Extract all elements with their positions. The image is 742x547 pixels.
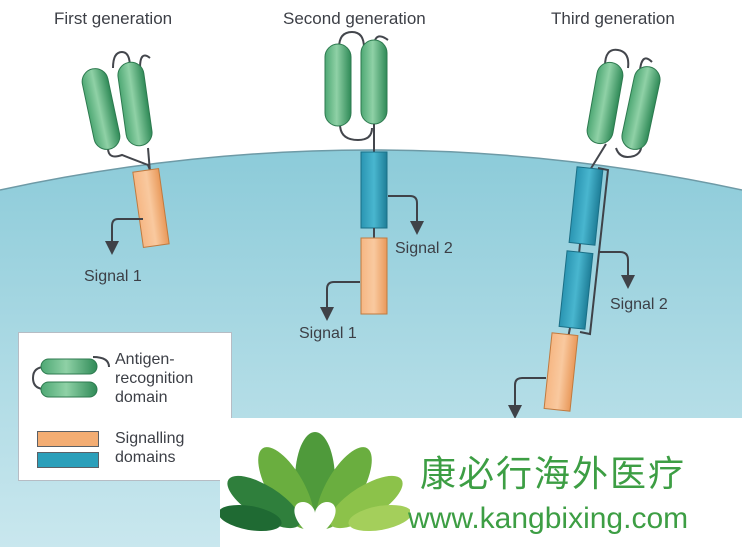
lotus-logo-icon [220, 432, 410, 538]
legend-antigen-label: Antigen- recognition domain [115, 351, 194, 406]
signal-arrow [508, 377, 546, 419]
antigen-recognition-domain [621, 66, 661, 150]
signalling-domain-blue [360, 151, 388, 229]
brand-watermark: 康必行海外医疗 www.kangbixing.com [220, 418, 742, 547]
transmembrane-stalk [147, 147, 151, 173]
signalling-domain-orange [543, 332, 579, 412]
legend-signalling-label: Signalling domains [115, 430, 185, 466]
brand-name-chinese: 康必行海外医疗 [420, 454, 687, 495]
second-generation-receptor [320, 30, 424, 321]
antigen-recognition-domain [324, 43, 352, 127]
first-generation-signal-1-label: Signal 1 [84, 268, 142, 285]
third-generation-signal-2-label: Signal 2 [610, 296, 668, 313]
antigen-linker [107, 147, 151, 171]
signalling-domain-orange [360, 237, 388, 315]
antigen-recognition-domain [360, 39, 388, 125]
third-generation-title: Third generation [551, 9, 675, 28]
signalling-domain-orange [132, 167, 170, 249]
signalling-domain-blue [568, 166, 604, 246]
legend-antigen-swatch [31, 356, 110, 398]
legend-orange-swatch [37, 431, 99, 447]
signal-arrow [598, 251, 635, 289]
antigen-linker-loop [112, 50, 151, 69]
legend: Antigen- recognition domain Signalling d… [18, 332, 232, 481]
signal-arrow [105, 218, 143, 255]
first-generation-title: First generation [54, 9, 173, 28]
first-generation-receptor [81, 50, 170, 255]
second-generation-signal-2-label: Signal 2 [395, 240, 453, 257]
second-generation-title: Second generation [283, 9, 426, 28]
transmembrane-stalk [589, 143, 607, 171]
antigen-recognition-domain [81, 68, 121, 150]
antigen-recognition-domain [117, 61, 153, 147]
legend-blue-swatch [37, 452, 99, 468]
signal-arrow [320, 281, 360, 321]
third-generation-receptor [508, 48, 661, 419]
brand-url: www.kangbixing.com [408, 502, 689, 535]
second-generation-signal-1-label: Signal 1 [299, 325, 357, 342]
antigen-recognition-domain [586, 61, 624, 145]
signal-arrow [388, 195, 424, 235]
signalling-domain-blue [558, 250, 594, 330]
cell-membrane [0, 149, 742, 191]
